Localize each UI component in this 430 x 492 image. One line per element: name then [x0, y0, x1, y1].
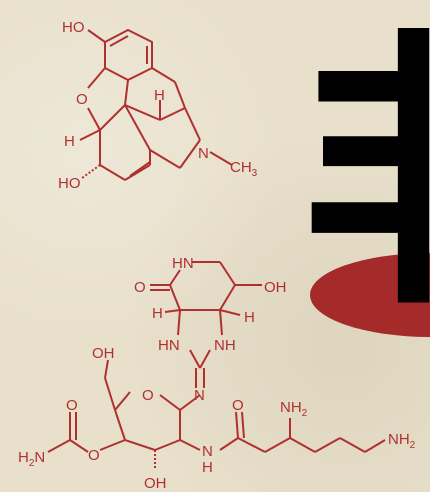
stx-nh-amide: N	[202, 443, 213, 460]
morphine-h-bridge: H	[154, 87, 165, 104]
stx-o-ketone: O	[134, 279, 146, 296]
big-glyph: 非	[300, 7, 430, 344]
morphine-h-left: H	[64, 133, 75, 150]
morphine-ch3: CH3	[230, 159, 258, 179]
morphine-ho-top: HO	[62, 19, 85, 36]
morphine-o-ring: O	[76, 91, 88, 108]
stx-oh-top: OH	[92, 345, 115, 362]
stx-nh2-top: NH2	[280, 399, 308, 419]
stx-oh-bottom: OH	[144, 475, 167, 492]
red-ellipse	[310, 253, 430, 337]
stx-hn-left: HN	[158, 337, 180, 354]
stx-h-right: H	[244, 309, 255, 326]
stx-o-ester: O	[88, 447, 100, 464]
morphine-ho-bottom: HO	[58, 175, 81, 192]
stx-nh-right: NH	[214, 337, 236, 354]
stx-o-ring: O	[142, 387, 154, 404]
stx-o-carbonyl-left: O	[66, 397, 78, 414]
stx-h2n-left: H2N	[18, 449, 45, 469]
stx-hn-top: HN	[172, 255, 194, 272]
stx-nh-amide-h: H	[202, 459, 213, 476]
stx-o-amide: O	[232, 397, 244, 414]
stx-nh2-right: NH2	[388, 431, 416, 451]
stx-n-imine: N	[194, 387, 205, 404]
stx-h-left: H	[152, 305, 163, 322]
stx-oh-right: OH	[264, 279, 287, 296]
morphine-n: N	[198, 145, 209, 162]
